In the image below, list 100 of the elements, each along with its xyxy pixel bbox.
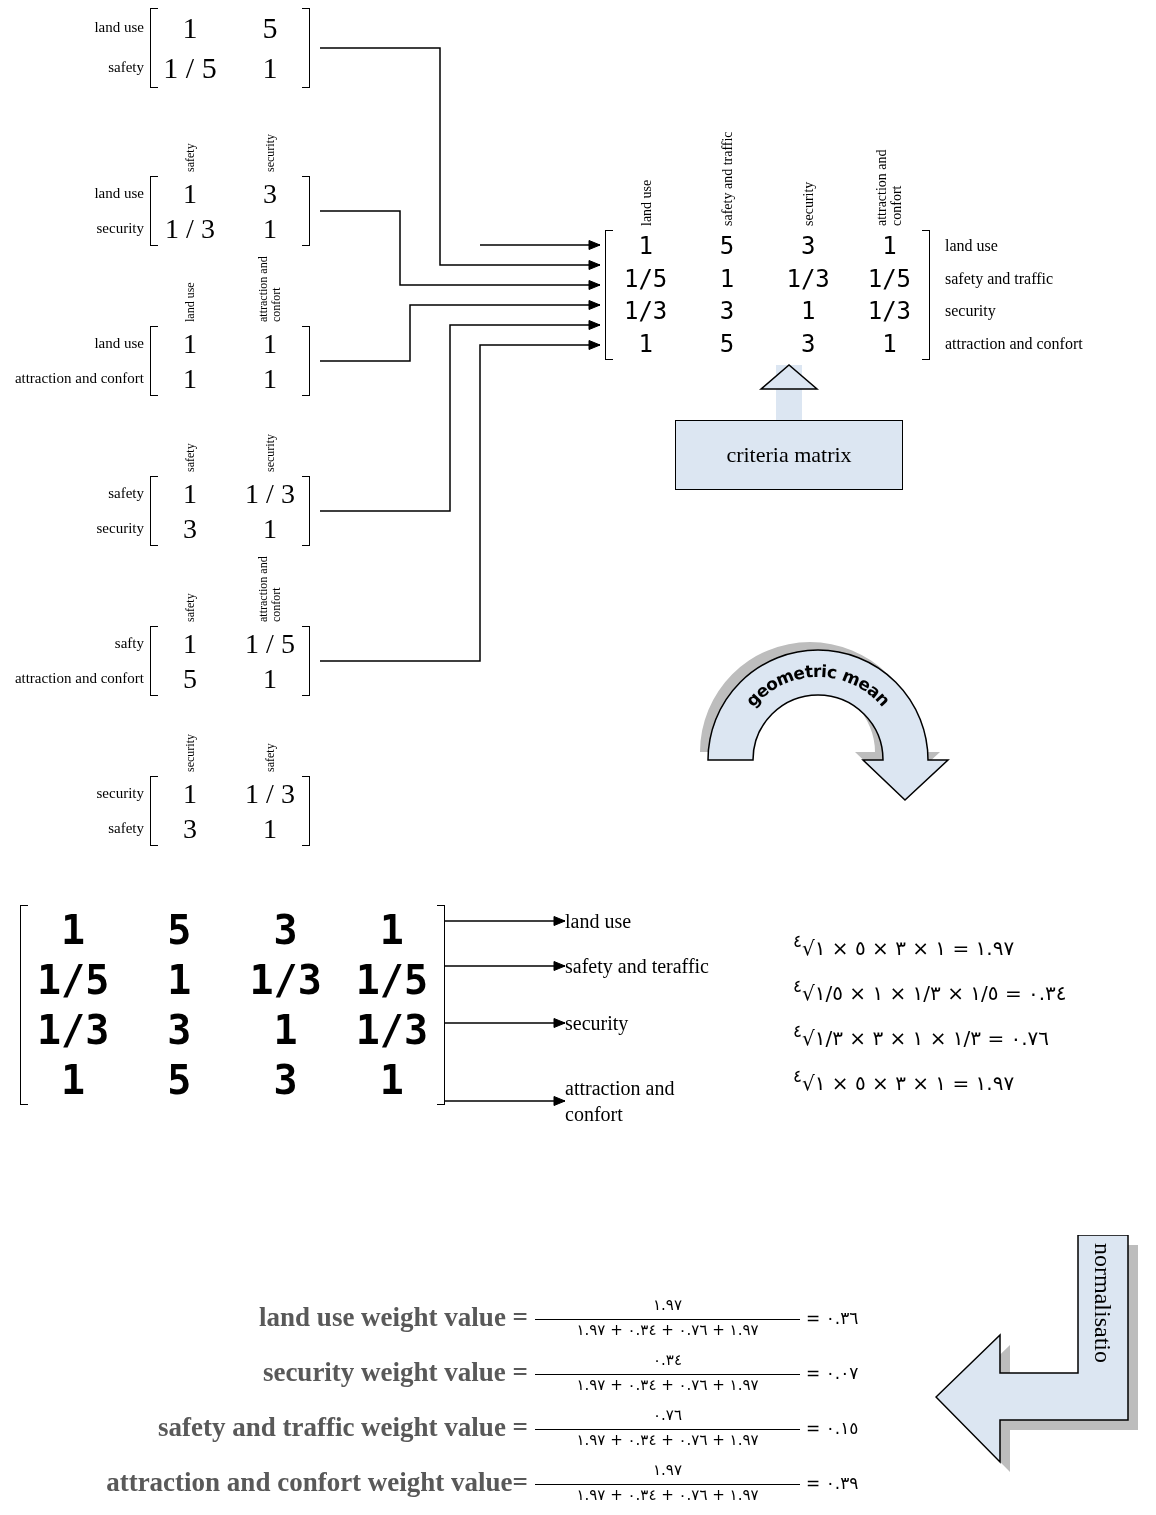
row-label: attraction and confort bbox=[13, 669, 144, 688]
matrix-value: 1 bbox=[183, 779, 197, 808]
arrow bbox=[479, 240, 601, 250]
category-label: security bbox=[565, 1010, 765, 1036]
row-label: land use bbox=[945, 237, 999, 256]
result: = ٠.١٥ bbox=[806, 1417, 859, 1440]
row-label: land use bbox=[93, 334, 144, 353]
row-label: land use bbox=[93, 19, 144, 37]
row-label: safety bbox=[107, 59, 144, 77]
matrix-value: 3 bbox=[273, 910, 298, 950]
matrix-value: 1/5 bbox=[37, 960, 110, 1000]
matrix-value: 1 bbox=[183, 364, 197, 393]
matrix-value: 1 / 3 bbox=[245, 479, 295, 508]
column-label: attraction and confort bbox=[874, 148, 905, 226]
matrix-value: 1 bbox=[262, 53, 278, 83]
weight-label: security weight value = bbox=[261, 1356, 528, 1388]
column-label: security bbox=[183, 733, 197, 772]
column-label: safety bbox=[183, 442, 197, 472]
matrix-value: 5 bbox=[262, 13, 278, 43]
matrix-value: 1 bbox=[183, 479, 197, 508]
matrix-value: 1 / 3 bbox=[165, 214, 215, 243]
row-label: safty bbox=[113, 634, 144, 653]
row-label: attraction and confort bbox=[945, 334, 1084, 353]
matrix-value: 3 bbox=[167, 1010, 192, 1050]
matrix-value: 1 / 3 bbox=[245, 779, 295, 808]
matrix-value: 3 bbox=[183, 814, 197, 843]
matrix-value: 5 bbox=[183, 664, 197, 693]
matrix-value: 1 bbox=[263, 214, 277, 243]
matrix-value: 1/3 bbox=[355, 1010, 428, 1050]
matrix-value: 1/3 bbox=[37, 1010, 110, 1050]
matrix-value: 5 bbox=[167, 910, 192, 950]
arrow bbox=[319, 340, 601, 662]
weight-label: safety and traffic weight value = bbox=[156, 1411, 528, 1443]
matrix-value: 1/3 bbox=[786, 266, 830, 291]
matrix-value: 3 bbox=[800, 331, 816, 356]
column-label: safety bbox=[183, 142, 197, 172]
column-label: safety and traffic bbox=[719, 130, 735, 226]
arrow bbox=[319, 210, 601, 290]
category-label: attraction and confort bbox=[565, 1075, 725, 1127]
denominator: ١.٩٧ + ٠.٣٤ + ٠.٧٦ + ١.٩٧ bbox=[535, 1484, 800, 1506]
column-label: security bbox=[263, 133, 277, 172]
numerator: ١.٩٧ bbox=[652, 1460, 683, 1481]
formula: $^{٤}$√١ × ٥ × ٣ × ١ = ١.٩٧ bbox=[793, 1066, 1015, 1097]
matrix-value: 3 bbox=[273, 1060, 298, 1100]
column-label: attraction and confort bbox=[257, 256, 283, 322]
matrix-value: 1 bbox=[263, 329, 277, 358]
formula: $^{٤}$√١ × ٥ × ٣ × ١ = ١.٩٧ bbox=[793, 931, 1015, 962]
arrow bbox=[444, 916, 566, 926]
row-label: attraction and confort bbox=[13, 369, 144, 388]
matrix-value: 1 bbox=[61, 910, 86, 950]
matrix-value: 1/3 bbox=[623, 299, 668, 324]
denominator: ١.٩٧ + ٠.٣٤ + ٠.٧٦ + ١.٩٧ bbox=[535, 1374, 800, 1396]
row-label: safety and traffic bbox=[945, 269, 1055, 288]
matrix-value: 1 bbox=[882, 331, 897, 356]
matrix-value: 5 bbox=[719, 234, 735, 259]
weight-label: attraction and confort weight value= bbox=[105, 1466, 528, 1498]
category-label: safety and teraffic bbox=[565, 953, 765, 979]
column-label: security bbox=[263, 433, 277, 472]
arrow bbox=[444, 1096, 566, 1106]
arrow bbox=[444, 961, 566, 971]
column-label: security bbox=[800, 180, 816, 226]
denominator: ١.٩٧ + ٠.٣٤ + ٠.٧٦ + ١.٩٧ bbox=[535, 1429, 800, 1451]
arrow bbox=[444, 1018, 566, 1028]
matrix-value: 1/5 bbox=[355, 960, 428, 1000]
matrix-value: 3 bbox=[719, 299, 735, 324]
result: = ٠.٣٦ bbox=[806, 1307, 859, 1330]
matrix-value: 1/3 bbox=[249, 960, 322, 1000]
block-arrow bbox=[760, 364, 818, 420]
matrix-value: 1 bbox=[183, 629, 197, 658]
matrix-value: 1 bbox=[263, 664, 277, 693]
matrix-value: 1/5 bbox=[623, 266, 668, 291]
matrix-value: 1 bbox=[379, 910, 404, 950]
matrix-value: 1 bbox=[183, 329, 197, 358]
formula: $^{٤}$√١/٣ × ٣ × ١ × ١/٣ = ٠.٧٦ bbox=[793, 1021, 1050, 1052]
matrix-value: 1 bbox=[638, 234, 653, 259]
column-label: safety bbox=[183, 592, 197, 622]
row-label: security bbox=[945, 302, 997, 321]
denominator: ١.٩٧ + ٠.٣٤ + ٠.٧٦ + ١.٩٧ bbox=[535, 1319, 800, 1341]
column-label: land use bbox=[638, 178, 654, 226]
row-label: security bbox=[95, 219, 144, 238]
matrix-value: 3 bbox=[800, 234, 816, 259]
matrix-value: 1 / 5 bbox=[163, 53, 217, 83]
matrix-value: 1 / 5 bbox=[245, 629, 295, 658]
matrix-value: 5 bbox=[167, 1060, 192, 1100]
matrix-value: 1/5 bbox=[867, 266, 912, 291]
arrow bbox=[319, 300, 601, 362]
matrix-value: 3 bbox=[263, 179, 277, 208]
matrix-value: 1 bbox=[882, 234, 897, 259]
matrix-value: 1 bbox=[719, 266, 735, 291]
matrix-value: 1 bbox=[263, 514, 277, 543]
column-label: attraction and confort bbox=[257, 556, 283, 622]
numerator: ١.٩٧ bbox=[652, 1295, 683, 1316]
column-label: safety bbox=[263, 742, 277, 772]
category-label: land use bbox=[565, 908, 765, 934]
matrix-value: 1 bbox=[182, 13, 198, 43]
result: = ٠.٠٧ bbox=[806, 1362, 859, 1385]
process-box: criteria matrix bbox=[675, 420, 903, 490]
result: = ٠.٣٩ bbox=[806, 1472, 859, 1495]
matrix-value: 1 bbox=[263, 364, 277, 393]
row-label: safety bbox=[107, 819, 144, 838]
